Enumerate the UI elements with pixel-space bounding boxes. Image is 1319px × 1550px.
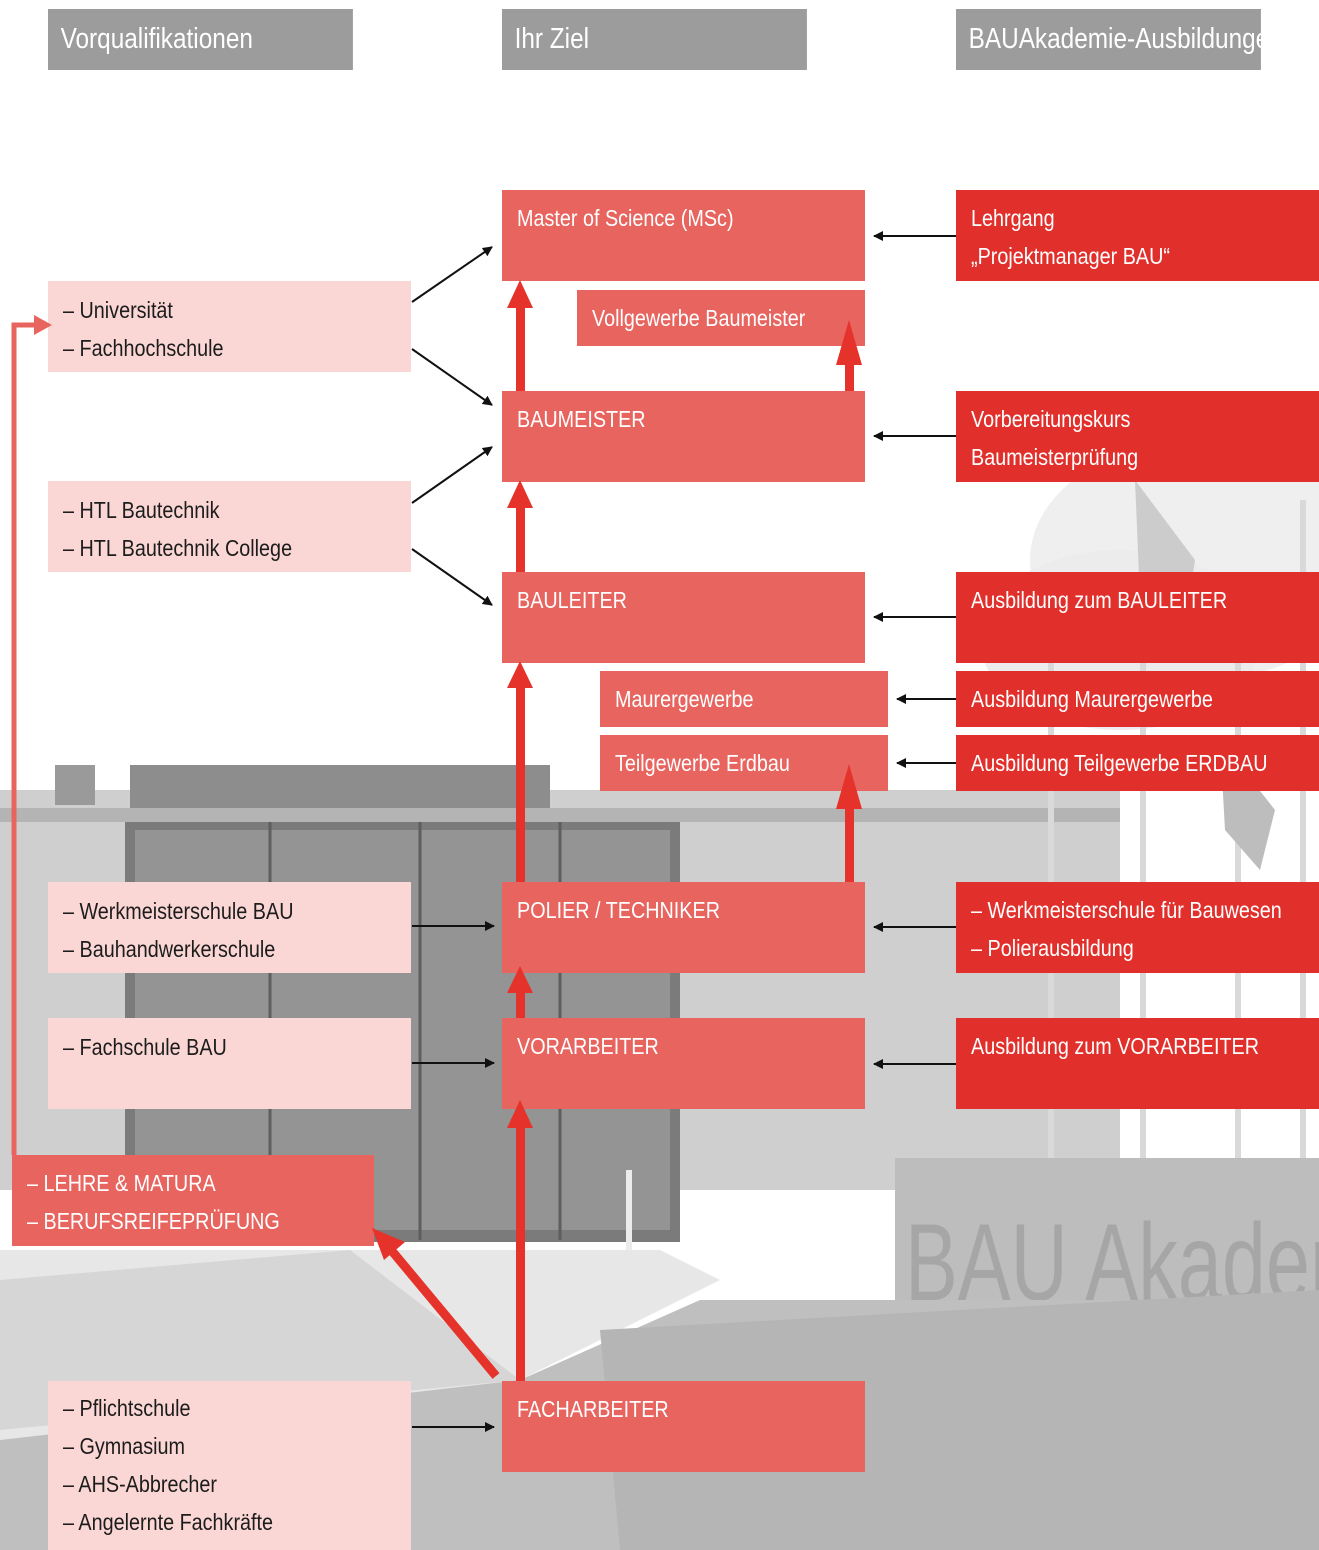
qual-lehre-matura: – LEHRE & MATURA [27,1170,216,1196]
qual-ahs-abbrecher: – AHS-Abbrecher [63,1471,217,1497]
goal-erdbau-label: Teilgewerbe Erdbau [615,750,790,776]
qual-berufsreifepruefung: – BERUFSREIFEPRÜFUNG [27,1208,280,1234]
goal-baumeister-label: BAUMEISTER [517,406,646,432]
qual-werkmeister-box: – Werkmeisterschule BAU – Bauhandwerkers… [48,882,411,973]
goal-vorarbeiter-label: VORARBEITER [517,1033,659,1059]
training-polierausbildung: – Polierausbildung [971,935,1134,961]
header-ihr-ziel: Ihr Ziel [502,9,807,70]
qual-htl-college: – HTL Bautechnik College [63,535,293,561]
training-bauleiter-label: Ausbildung zum BAULEITER [971,587,1228,613]
training-vorbereitungskurs-line2: Baumeisterprüfung [971,444,1139,470]
training-erdbau-label: Ausbildung Teilgewerbe ERDBAU [971,750,1268,776]
goal-msc-label: Master of Science (MSc) [517,205,734,231]
qual-fachschule-bau: – Fachschule BAU [63,1034,227,1060]
training-bauleiter: Ausbildung zum BAULEITER [956,572,1319,663]
goal-vollgewerbe-label: Vollgewerbe Baumeister [592,305,806,331]
training-vorbereitungskurs: Vorbereitungskurs Baumeisterprüfung [956,391,1319,482]
qual-htl-box: – HTL Bautechnik – HTL Bautechnik Colleg… [48,481,411,572]
training-projektmanager-line1: Lehrgang [971,205,1055,231]
goal-bauleiter-label: BAULEITER [517,587,627,613]
goal-maurer-label: Maurergewerbe [615,686,754,712]
goal-facharbeiter-label: FACHARBEITER [517,1396,669,1422]
qual-pflicht-box: – Pflichtschule – Gymnasium – AHS-Abbrec… [48,1381,411,1550]
training-vorarbeiter-label: Ausbildung zum VORARBEITER [971,1033,1260,1059]
goal-facharbeiter: FACHARBEITER [502,1381,865,1472]
goal-msc: Master of Science (MSc) [502,190,865,281]
training-projektmanager: Lehrgang „Projektmanager BAU“ [956,190,1319,281]
header-bauakademie-ausbildungen: BAUAkademie-Ausbildungen [956,9,1261,70]
training-werkmeister: – Werkmeisterschule für Bauwesen – Polie… [956,882,1319,973]
goal-bauleiter: BAULEITER [502,572,865,663]
qual-fachschule-box: – Fachschule BAU [48,1018,411,1109]
goal-baumeister: BAUMEISTER [502,391,865,482]
qual-htl-bautechnik: – HTL Bautechnik [63,497,220,523]
qual-fachhochschule: – Fachhochschule [63,335,224,361]
qual-gymnasium: – Gymnasium [63,1433,186,1459]
training-projektmanager-line2: „Projektmanager BAU“ [971,243,1170,269]
qual-universitaet: – Universität [63,297,173,323]
qual-pflichtschule: – Pflichtschule [63,1395,191,1421]
training-maurer: Ausbildung Maurergewerbe [956,671,1319,727]
goal-vollgewerbe: Vollgewerbe Baumeister [577,290,865,346]
qual-bauhandwerkerschule: – Bauhandwerkerschule [63,936,276,962]
qual-lehre-box: – LEHRE & MATURA – BERUFSREIFEPRÜFUNG [12,1155,374,1246]
training-maurer-label: Ausbildung Maurergewerbe [971,686,1213,712]
training-erdbau: Ausbildung Teilgewerbe ERDBAU [956,735,1319,791]
goal-polier-label: POLIER / TECHNIKER [517,897,720,923]
training-vorbereitungskurs-line1: Vorbereitungskurs [971,406,1131,432]
qual-uni-box: – Universität – Fachhochschule [48,281,411,372]
qual-werkmeisterschule: – Werkmeisterschule BAU [63,898,294,924]
goal-vorarbeiter: VORARBEITER [502,1018,865,1109]
goal-erdbau: Teilgewerbe Erdbau [600,735,888,791]
goal-polier: POLIER / TECHNIKER [502,882,865,973]
qual-angelernte: – Angelernte Fachkräfte [63,1509,274,1535]
training-vorarbeiter: Ausbildung zum VORARBEITER [956,1018,1319,1109]
header-vorqualifikationen: Vorqualifikationen [48,9,353,70]
training-werkmeisterschule: – Werkmeisterschule für Bauwesen [971,897,1282,923]
goal-maurer: Maurergewerbe [600,671,888,727]
